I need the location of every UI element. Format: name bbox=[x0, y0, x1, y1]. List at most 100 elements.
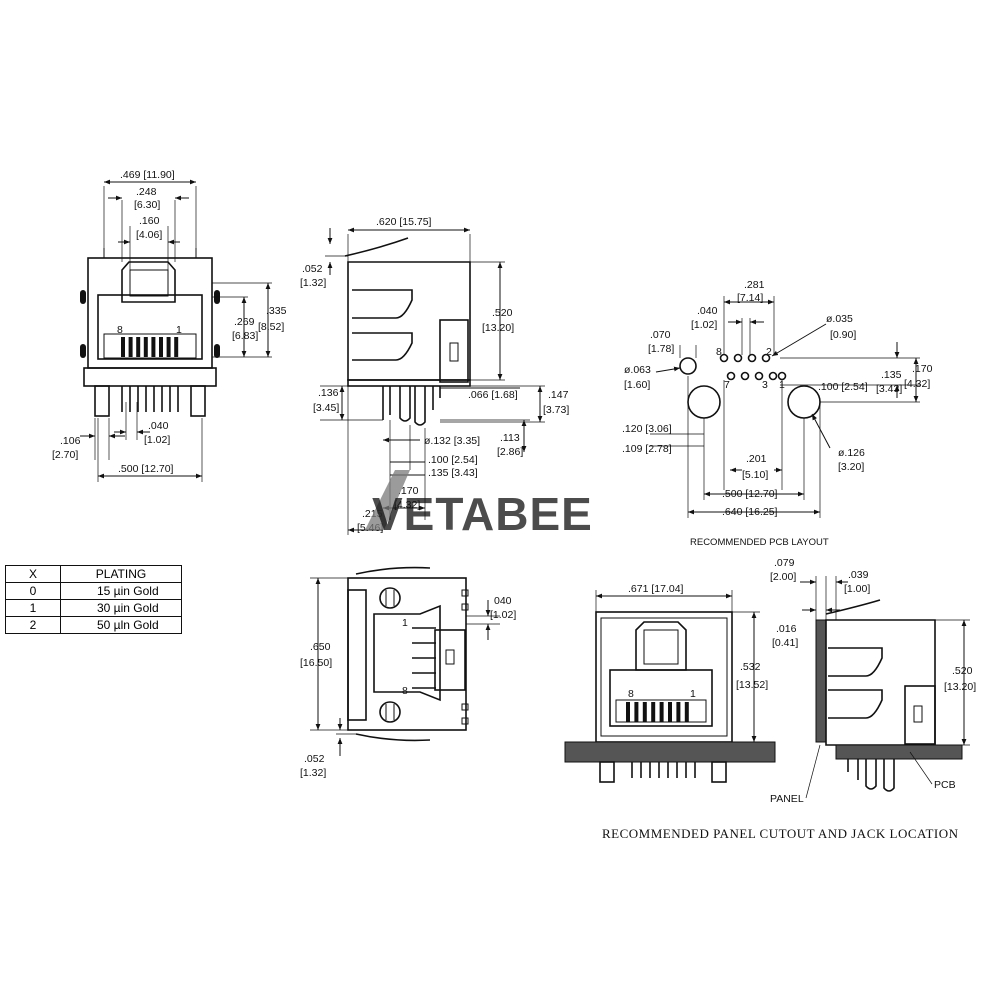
pcb-hole bbox=[761, 353, 771, 363]
front-dim-106: .106 bbox=[60, 435, 81, 447]
top-dim-650-mm: [16.50] bbox=[300, 657, 332, 669]
front-contact bbox=[121, 337, 125, 357]
front-contact bbox=[136, 337, 141, 357]
plating-x-cell: 1 bbox=[5, 599, 61, 617]
front-dim-106-mm: [2.70] bbox=[52, 449, 78, 461]
top-dim-052: .052 bbox=[304, 753, 325, 765]
table-row: 2 50 µln Gold bbox=[5, 616, 182, 634]
front-dim-160: .160 bbox=[139, 215, 160, 227]
plating-header-x: X bbox=[5, 565, 61, 583]
side-dim-136-mm: [3.45] bbox=[313, 402, 339, 414]
side-dim-170: .170 bbox=[398, 485, 419, 497]
pcb-dim-109: .109 [2.78] bbox=[622, 443, 672, 455]
plating-table: X PLATING 0 15 µin Gold 1 30 µin Gold 2 … bbox=[5, 565, 182, 634]
pcb-dim-035: ø.035 bbox=[826, 313, 853, 325]
pcb-dim-040-mm: [1.02] bbox=[691, 319, 717, 331]
pcb-dim-070-mm: [1.78] bbox=[648, 343, 674, 355]
top-side-tab bbox=[461, 703, 469, 711]
pcb-hole bbox=[726, 371, 736, 381]
front-dim-335: .335 bbox=[266, 305, 287, 317]
panel-dim-016-mm: [0.41] bbox=[772, 637, 798, 649]
side-dim-113-mm: [2.86] bbox=[497, 446, 523, 458]
side-view: .620 [15.75] .052 [1.32] .520 [13.20] .1… bbox=[300, 216, 569, 535]
front-dim-width: .469 [11.90] bbox=[120, 169, 175, 181]
pcb-dim-070: .070 bbox=[650, 329, 671, 341]
panel-dim-079: .079 bbox=[774, 557, 795, 569]
front-dim-500: .500 [12.70] bbox=[118, 463, 174, 475]
pcb-layout: 8 2 7 3 1 .281 [7.14] .040 [1.02] ø.035 … bbox=[622, 279, 933, 548]
pcb-dim-500: .500 [12.70] bbox=[722, 488, 778, 500]
pcb-dim-126: ø.126 bbox=[838, 447, 865, 459]
side-dim-052-mm: [1.32] bbox=[300, 277, 326, 289]
panel-label: PANEL bbox=[770, 793, 804, 805]
plating-value-cell: 50 µln Gold bbox=[60, 616, 182, 634]
pcb-pin-8: 8 bbox=[716, 346, 722, 358]
top-side-tab bbox=[461, 717, 469, 725]
front-contact bbox=[151, 337, 156, 357]
pcb-dim-063: ø.063 bbox=[624, 364, 651, 376]
side-dim-620: .620 [15.75] bbox=[376, 216, 432, 228]
panel-caption: RECOMMENDED PANEL CUTOUT AND JACK LOCATI… bbox=[602, 826, 959, 841]
brand-watermark-text: VETABEE bbox=[372, 488, 593, 540]
side-dim-135: .135 [3.43] bbox=[428, 467, 478, 479]
side-dim-147: .147 bbox=[548, 389, 569, 401]
plating-table-header: X PLATING bbox=[5, 565, 182, 583]
pcb-dim-100: .100 [2.54] bbox=[818, 381, 868, 393]
panel-dim-016: .016 bbox=[776, 623, 797, 635]
panel-contact bbox=[676, 702, 681, 722]
table-row: 1 30 µin Gold bbox=[5, 599, 182, 617]
panel-contact bbox=[684, 702, 689, 722]
pcb-dim-135-mm: [3.43] bbox=[876, 383, 902, 395]
top-dim-052-mm: [1.32] bbox=[300, 767, 326, 779]
panel-contact bbox=[659, 702, 664, 722]
front-dim-040-mm: [1.02] bbox=[144, 434, 170, 446]
side-dim-052: .052 bbox=[302, 263, 323, 275]
side-dim-100: .100 [2.54] bbox=[428, 454, 478, 466]
panel-pin-1: 1 bbox=[690, 688, 696, 700]
pcb-dim-063-mm: [1.60] bbox=[624, 379, 650, 391]
top-side-tab bbox=[461, 589, 469, 597]
panel-dim-520-mm: [13.20] bbox=[944, 681, 976, 693]
pcb-dim-201: .201 bbox=[746, 453, 767, 465]
side-dim-170-mm: [4.32] bbox=[394, 499, 420, 511]
plating-value-cell: 15 µin Gold bbox=[60, 582, 182, 600]
side-dim-113: .113 bbox=[500, 432, 520, 444]
front-dim-269-mm: [6.83] bbox=[232, 330, 258, 342]
front-dim-248-mm: [6.30] bbox=[134, 199, 160, 211]
top-dim-040: 040 bbox=[494, 595, 512, 607]
pcb-pin-7: 7 bbox=[724, 379, 730, 391]
plating-value-cell: 30 µin Gold bbox=[60, 599, 182, 617]
front-contact bbox=[174, 337, 179, 357]
plating-x-cell: 2 bbox=[5, 616, 61, 634]
pcb-dim-135: .135 bbox=[881, 369, 902, 381]
brand-watermark: VETABEE bbox=[365, 470, 593, 540]
top-view: 1 8 040 [1.02] .650 [16.50] .052 [1.32] bbox=[300, 566, 516, 779]
top-dim-040-mm: [1.02] bbox=[490, 609, 516, 621]
front-contact bbox=[159, 337, 163, 357]
panel-contact bbox=[626, 702, 630, 722]
panel-contact bbox=[651, 702, 656, 722]
front-pin-8: 8 bbox=[117, 324, 123, 336]
panel-dim-671: .671 [17.04] bbox=[628, 583, 684, 595]
panel-contact bbox=[634, 702, 639, 722]
front-dim-335-mm: [8.52] bbox=[258, 321, 284, 333]
panel-dim-532-mm: [13.52] bbox=[736, 679, 768, 691]
plating-x-cell: 0 bbox=[5, 582, 61, 600]
front-dim-040: .040 bbox=[148, 420, 169, 432]
top-side-tab bbox=[461, 603, 469, 611]
pcb-hole bbox=[733, 353, 743, 363]
side-dim-132: ø.132 [3.35] bbox=[424, 435, 480, 447]
front-dim-269: .269 bbox=[234, 316, 255, 328]
panel-dim-079-mm: [2.00] bbox=[770, 571, 796, 583]
pcb-pin-3: 3 bbox=[762, 379, 768, 391]
top-pin-1: 1 bbox=[402, 617, 408, 629]
pcb-hole bbox=[754, 371, 764, 381]
front-contact bbox=[143, 337, 148, 357]
side-dim-147-mm: [3.73] bbox=[543, 404, 569, 416]
pcb-dim-126-mm: [3.20] bbox=[838, 461, 864, 473]
pcb-hole bbox=[768, 371, 778, 381]
pcb-dim-120: .120 [3.06] bbox=[622, 423, 672, 435]
top-dim-650: .650 bbox=[310, 641, 331, 653]
panel-dim-520: .520 bbox=[952, 665, 973, 677]
